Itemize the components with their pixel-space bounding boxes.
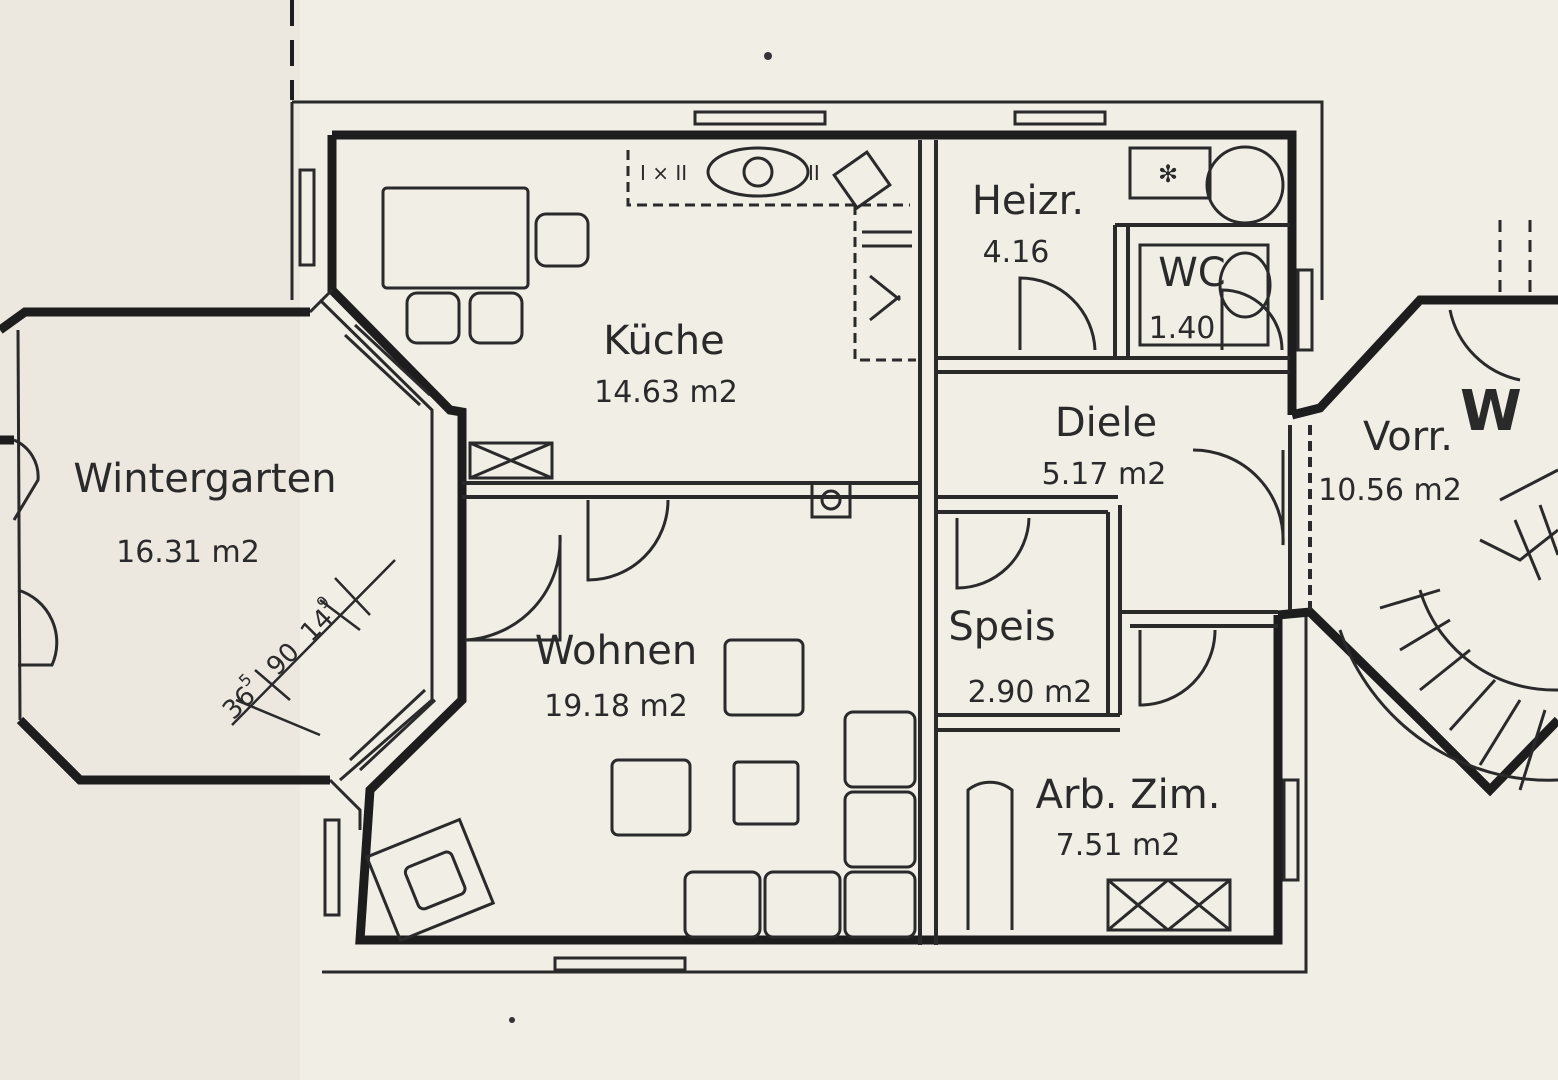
room-label-kueche: Küche [603, 318, 725, 364]
room-label-vorraum: Vorr. [1363, 414, 1453, 460]
svg-text:I × II: I × II [640, 161, 687, 185]
doors [12, 276, 1285, 707]
room-area-arbeitszimmer: 7.51 m2 [1056, 828, 1181, 863]
room-area-diele: 5.17 m2 [1042, 457, 1167, 492]
interior-walls [462, 140, 1312, 945]
heater-symbol: ✻ [1158, 160, 1178, 188]
paper-shade [0, 0, 300, 1080]
kitchen-symbols: I × II II [640, 161, 820, 185]
svg-text:II: II [808, 161, 820, 185]
room-label-speis: Speis [948, 604, 1055, 650]
kitchen-table [381, 186, 590, 345]
sanitary-fixtures [1128, 145, 1285, 347]
kitchen-counter [626, 146, 916, 362]
dimension-lines [231, 559, 396, 737]
room-area-wc: 1.40 [1149, 311, 1216, 346]
room-label-wc: WC [1158, 250, 1225, 296]
staircase [1338, 220, 1558, 791]
wintergarten-walls [0, 307, 330, 785]
room-label-wintergarten: Wintergarten [73, 456, 336, 502]
room-area-vorraum: 10.56 m2 [1318, 473, 1462, 508]
room-area-heizraum: 4.16 [983, 235, 1050, 270]
vent-box [468, 441, 852, 519]
outer-outline [290, 100, 1324, 974]
room-label-arbeitszimmer: Arb. Zim. [1036, 772, 1221, 818]
living-furniture [364, 638, 917, 943]
room-label-diele: Diele [1055, 400, 1157, 446]
exterior-walls [327, 130, 1558, 945]
room-area-kueche: 14.63 m2 [594, 375, 738, 410]
room-area-wohnen: 19.18 m2 [544, 689, 688, 724]
room-label-heizraum: Heizr. [972, 178, 1084, 224]
speck [509, 1017, 515, 1023]
wintergarten-frame [16, 288, 434, 830]
room-area-wintergarten: 16.31 m2 [116, 535, 260, 570]
speck [764, 52, 772, 60]
windows [298, 110, 1314, 972]
room-area-speis: 2.90 m2 [968, 675, 1093, 710]
cutoff-text: W [1460, 379, 1522, 444]
office-fixtures [966, 780, 1232, 932]
room-label-wohnen: Wohnen [535, 628, 697, 674]
